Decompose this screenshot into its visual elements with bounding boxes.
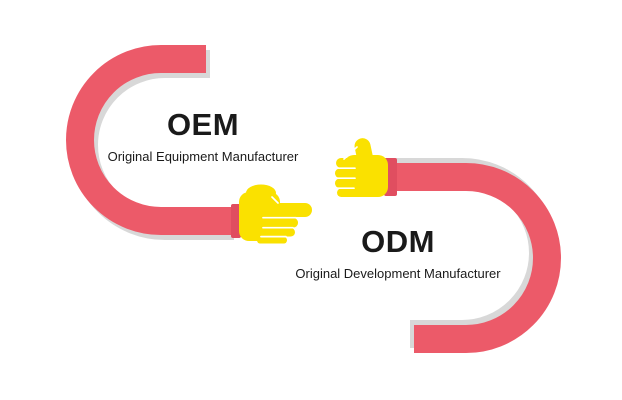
odm-label-group: ODM Original Development Manufacturer (288, 226, 508, 282)
odm-subtitle: Original Development Manufacturer (295, 266, 501, 281)
odm-arm-arc (393, 163, 561, 353)
odm-arm-shape (335, 138, 561, 353)
oem-cuff (231, 204, 241, 238)
oem-title: OEM (166, 107, 240, 142)
odm-title: ODM (361, 224, 435, 259)
oem-arm-arc (66, 45, 233, 235)
oem-arm-shape (66, 45, 312, 244)
oem-subtitle: Original Equipment Manufacturer (107, 149, 299, 164)
oem-label-group: OEM Original Equipment Manufacturer (93, 109, 313, 165)
thumbs-up-icon (335, 138, 388, 197)
pointing-finger-icon (239, 184, 312, 244)
